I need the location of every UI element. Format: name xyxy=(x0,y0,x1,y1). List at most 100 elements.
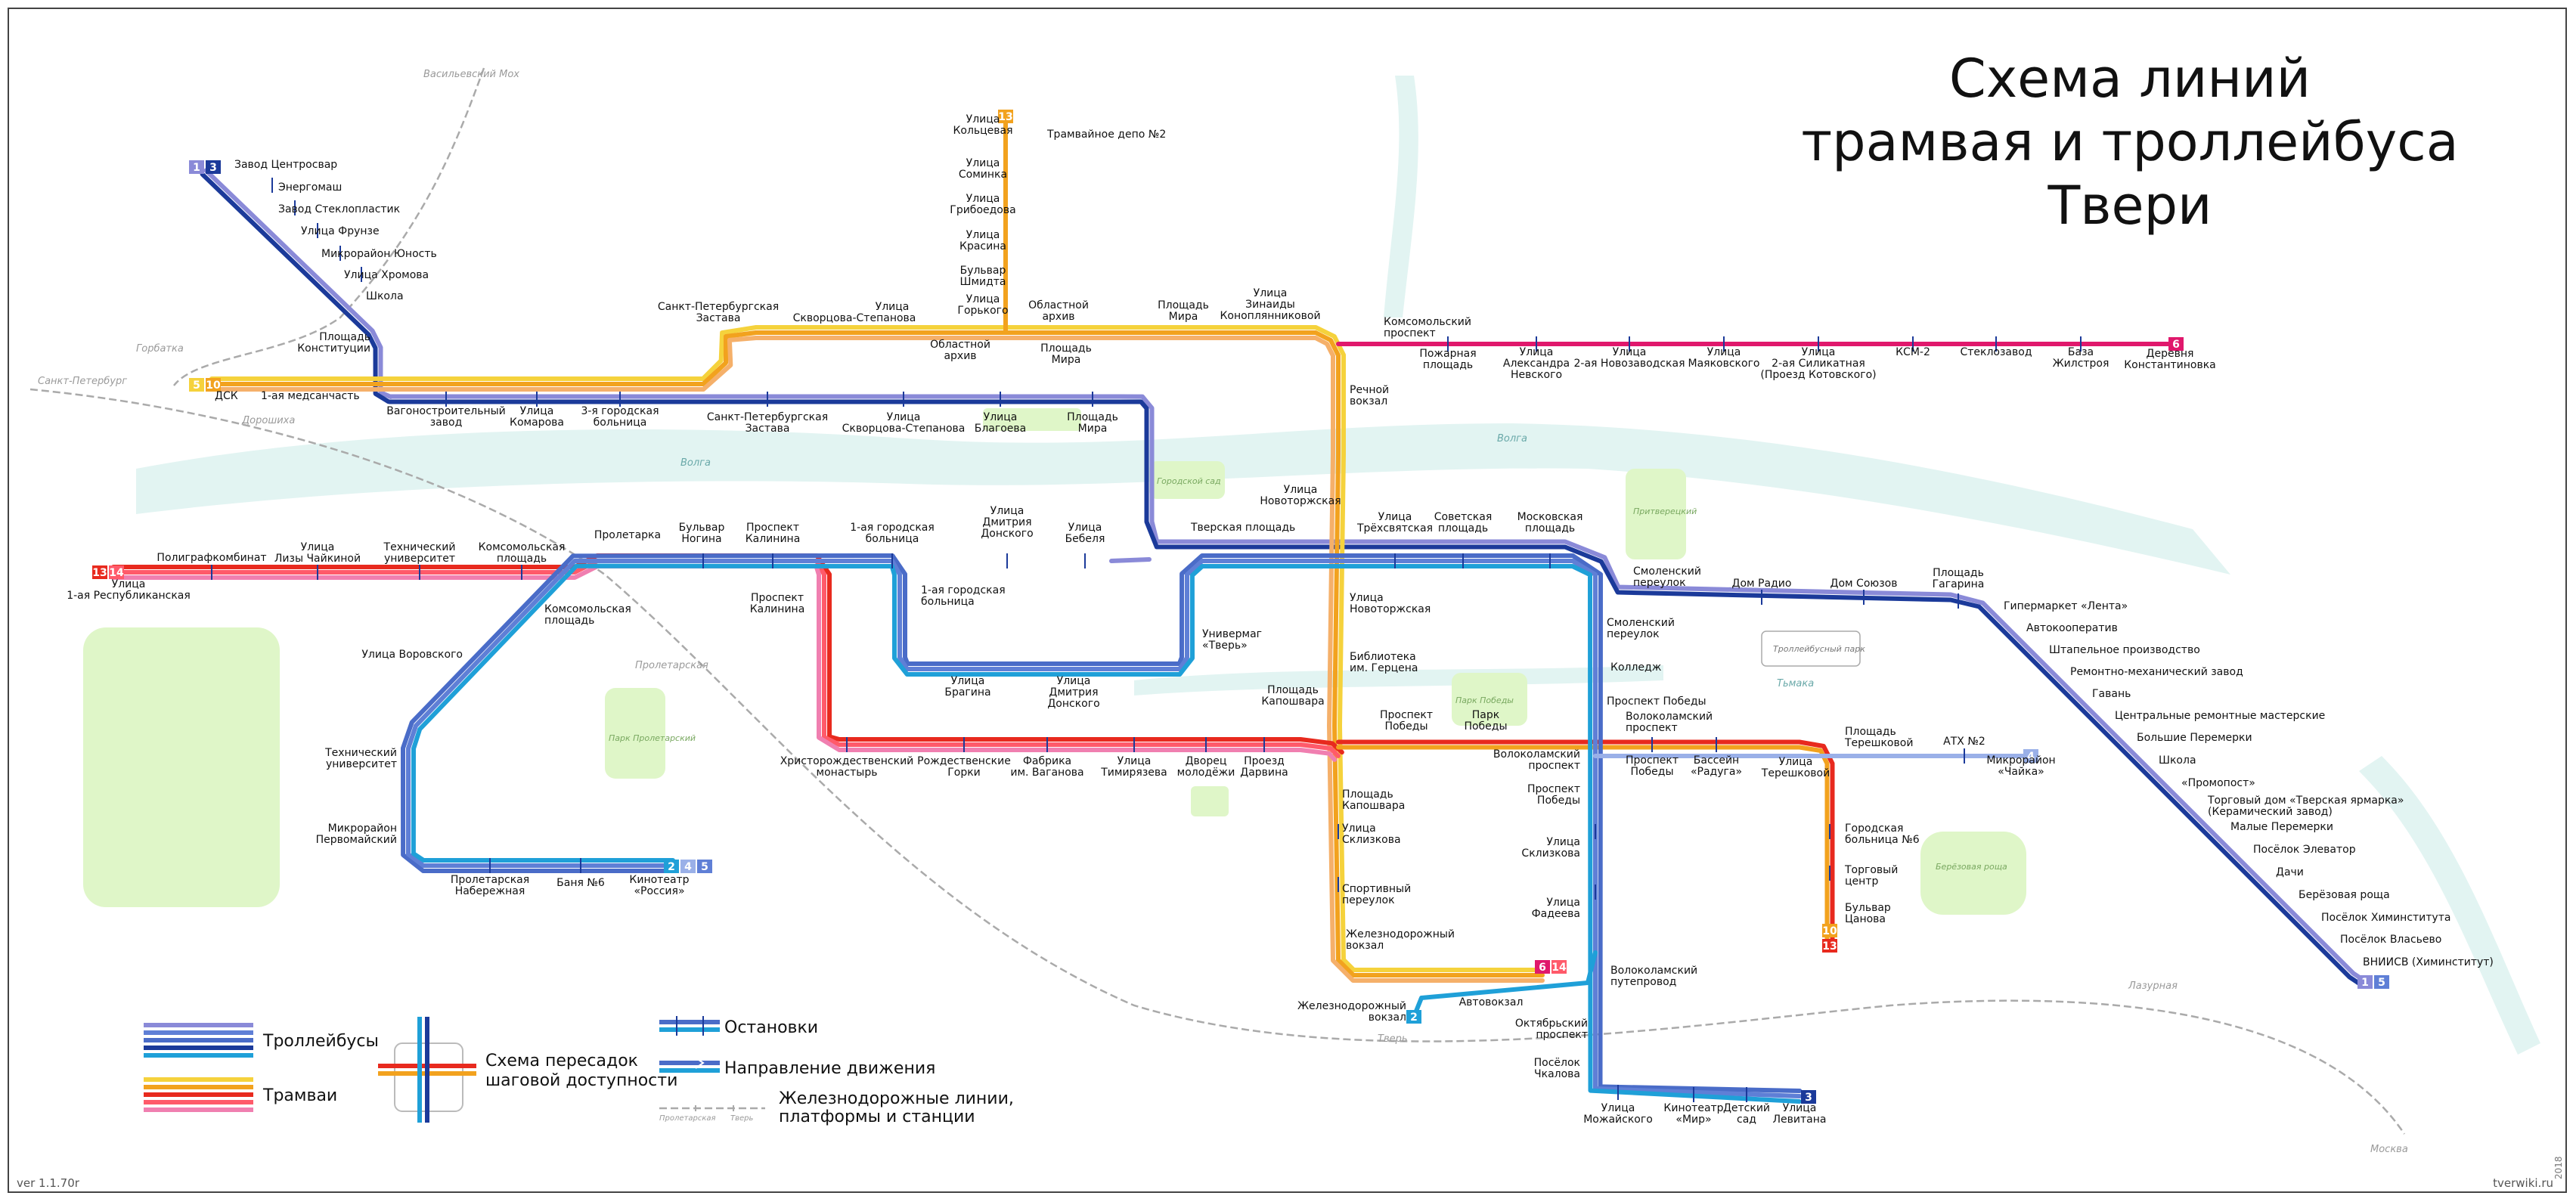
stop-label-nevskogo-0: Улица xyxy=(1520,346,1554,358)
stop-label-rechnoy-0: Речной xyxy=(1350,384,1389,396)
park-pritverechny xyxy=(1626,469,1686,559)
title-line-2: трамвая и троллейбуса xyxy=(1801,111,2459,173)
stop-label-fadeeva-1: Фадеева xyxy=(1532,908,1580,920)
legend-railway-icon xyxy=(659,1105,765,1111)
stop-label-tryohsvyat-1: Трёхсвятская xyxy=(1356,522,1433,534)
stop-label-zinaidy-2: Коноплянниковой xyxy=(1220,310,1320,322)
stop-label-prosp-pobedy1-1: Победы xyxy=(1384,720,1427,733)
stop-label-rozhdestv-0: Рождественские xyxy=(917,755,1011,767)
badge-10-dsk: 10 xyxy=(206,379,221,392)
stop-label-baza-0: База xyxy=(2068,346,2094,358)
badge-13-tsanova-bg xyxy=(1822,939,1837,953)
stop-label-bolnica1-1: больница xyxy=(866,533,919,545)
stop-label-smolensky-t-1: переулок xyxy=(1633,577,1686,589)
stop-label-vlasyevo: Посёлок Власьево xyxy=(2340,934,2441,946)
stop-label-skliznova1-1: Склизкова xyxy=(1342,834,1401,846)
stop-label-gorkogo-0: Улица xyxy=(966,293,1000,305)
stop-label-novozavodskaya-1: 2-ая Новозаводская xyxy=(1574,358,1685,370)
stop-label-volokolamsky-pr1-1: проспект xyxy=(1626,722,1678,734)
stop-label-park-pobedy-1: Победы xyxy=(1464,720,1507,733)
stop-label-konstantinovka-0: Деревня xyxy=(2147,348,2194,360)
stop-label-volok-put-0: Волоколамский xyxy=(1610,965,1697,977)
park-pritv-label: Притверецкий xyxy=(1633,507,1697,516)
stop-label-sportivny-0: Спортивный xyxy=(1342,883,1411,895)
badge-1-west-bg xyxy=(189,160,204,174)
stop-label-avtovokzal: Автовокзал xyxy=(1459,996,1524,1008)
stop-label-skliznova2-1: Склизкова xyxy=(1521,847,1580,860)
legend-railway-1: Железнодорожные линии, xyxy=(779,1089,1014,1108)
stop-label-energomash: Энергомаш xyxy=(278,181,342,194)
stop-label-donskogo-t-1: Дмитрия xyxy=(982,516,1031,528)
legend-direction-icon xyxy=(659,1057,720,1073)
tram-5-10-1 xyxy=(209,330,1545,977)
stop-label-spb-zastava-top-1: Застава xyxy=(696,312,741,324)
stop-label-tehuniv1-0: Технический xyxy=(383,541,456,553)
stop-label-rechnoy-1: вокзал xyxy=(1350,395,1387,407)
stop-label-darvina-0: Проезд xyxy=(1244,755,1285,767)
stop-label-ploshad-mira-b-0: Площадь xyxy=(1067,411,1118,423)
stop-label-kaposhvara1-1: Капошвара xyxy=(1261,695,1324,708)
stop-label-sovetskaya-0: Советская xyxy=(1434,511,1493,523)
park-garden-label: Городской сад xyxy=(1157,476,1221,486)
stop-label-prosp-pobedy2: Проспект Победы xyxy=(1607,695,1706,708)
badge-14-vokzal: 14 xyxy=(1551,962,1567,974)
version-label: ver 1.1.70r xyxy=(17,1176,79,1190)
stop-label-lenta: Гипермаркет «Лента» xyxy=(2004,600,2128,612)
place-doroshikha: Дорошиха xyxy=(241,415,295,426)
stop-label-mozhayskogo-1: Можайского xyxy=(1583,1114,1653,1126)
stop-label-bragina-1: Брагина xyxy=(944,686,990,699)
stop-label-elevator: Посёлок Элеватор xyxy=(2253,844,2356,856)
stop-label-oktyabrsky-1: проспект xyxy=(1536,1029,1588,1041)
badge-13-north: 13 xyxy=(998,111,1012,123)
stop-label-chaikinoy-0: Улица xyxy=(301,541,335,553)
stop-label-bebelya-1: Бебеля xyxy=(1065,533,1105,545)
stop-label-pr-naberezhnaya-1: Набережная xyxy=(455,885,525,897)
badge-3-levitana: 3 xyxy=(1805,1092,1812,1104)
stop-label-smolensky-b-1: переулок xyxy=(1607,628,1660,640)
stop-label-tryohsvyat-0: Улица xyxy=(1378,511,1412,523)
badge-5-dsk-bg xyxy=(189,378,204,392)
badge-1-east: 1 xyxy=(2361,977,2369,989)
badge-5-south-bg xyxy=(697,860,712,873)
stop-label-donskogo-b-1: Дмитрия xyxy=(1049,686,1098,699)
badge-2-south-bg xyxy=(664,860,679,873)
place-spb: Санкт-Петербург xyxy=(38,376,127,387)
stop-label-silikatnaya-2: (Проезд Котовского) xyxy=(1760,369,1876,381)
stop-label-krasina-0: Улица xyxy=(966,229,1000,241)
stop-label-chkalova-0: Посёлок xyxy=(1534,1057,1580,1069)
badge-5-east: 5 xyxy=(2378,977,2385,989)
stop-label-dvorec-1: молодёжи xyxy=(1177,767,1235,779)
tram-5-10-2 xyxy=(209,336,1545,983)
stop-label-volok-put-1: путепровод xyxy=(1610,976,1676,988)
stop-label-zinaidy-0: Улица xyxy=(1254,287,1288,299)
stop-label-rossiya-0: Кинотеатр xyxy=(629,874,689,886)
stop-label-detsky-1: сад xyxy=(1737,1114,1756,1126)
stop-label-ploshad-mira-t-0: Площадь xyxy=(1158,299,1209,311)
legend-trolleybus-label: Троллейбусы xyxy=(262,1032,379,1051)
stop-label-skvorcova-top: Скворцова-Степанова xyxy=(793,312,916,324)
stop-label-kalinina1-1: Калинина xyxy=(746,533,801,545)
stop-label-skvorcova-bot-1: Скворцова-Степанова xyxy=(842,423,966,435)
badge-14-west-bg xyxy=(109,565,124,579)
stop-label-bolnica3-0: 3-я городская xyxy=(581,405,659,417)
stop-label-univermag-1: «Тверь» xyxy=(1202,640,1248,652)
stop-label-torg-centr-1: центр xyxy=(1845,875,1878,888)
stop-label-promoost: «Промопост» xyxy=(2181,777,2255,789)
park-small xyxy=(1191,786,1229,816)
routes-layer xyxy=(111,111,2367,1104)
tb-south-loop-2 xyxy=(411,563,1802,1104)
stop-label-basseyn-1: «Радуга» xyxy=(1691,766,1742,778)
stop-label-komsomolsky-pr-1: проспект xyxy=(1384,327,1436,339)
stop-label-komsomol-pl1-0: Комсомольская xyxy=(479,541,566,553)
stop-label-volokolamsky-pr2-1: проспект xyxy=(1528,760,1580,772)
badge-2-vokzal-bg xyxy=(1406,1010,1421,1024)
river-volga xyxy=(136,423,2230,575)
stop-label-basseyn-0: Бассейн xyxy=(1694,754,1739,767)
legend-rail-b: Тверь xyxy=(730,1114,754,1123)
stop-label-gor-bolnica6-0: Городская xyxy=(1845,823,1903,835)
stop-label-dvorec-0: Дворец xyxy=(1186,755,1227,767)
stop-label-chayka-0: Микрорайон xyxy=(1986,754,2055,767)
stop-label-baza-1: Жилстроя xyxy=(2053,358,2109,370)
stop-label-chayka-1: «Чайка» xyxy=(1998,766,2044,778)
